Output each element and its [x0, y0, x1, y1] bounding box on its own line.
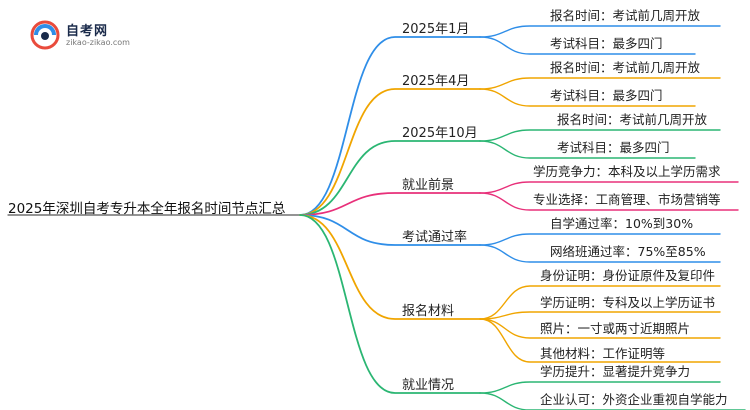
- leaf-connector-0-0: [479, 25, 721, 38]
- logo-icon: [30, 20, 60, 50]
- branch-pass-rate: 考试通过率: [402, 230, 468, 245]
- leaf-self-study-pass-rate: 自学通过率：10%到30%: [550, 216, 694, 231]
- branch-connector-0: [299, 36, 481, 216]
- leaf-connector-3-1: [479, 192, 739, 211]
- logo-title: 自考网: [66, 24, 109, 39]
- leaf-connector-5-1: [479, 311, 721, 320]
- branch-2025-jan: 2025年1月: [402, 22, 470, 37]
- leaf-connector-4-1: [479, 244, 721, 263]
- mindmap-root: 2025年深圳自考专升本全年报名时间节点汇总: [8, 201, 286, 217]
- leaf-connector-1-0: [479, 77, 721, 90]
- leaf-apr-subjects: 考试科目：最多四门: [550, 88, 663, 103]
- leaf-id-proof: 身份证明：身份证原件及复印件: [540, 268, 716, 283]
- leaf-connector-0-1: [479, 36, 696, 55]
- leaf-education-proof: 学历证明：专科及以上学历证书: [540, 295, 716, 310]
- leaf-connector-5-3: [479, 318, 721, 363]
- branch-2025-apr: 2025年4月: [402, 74, 470, 89]
- branch-employment-status: 就业情况: [402, 378, 455, 393]
- leaf-connector-2-1: [479, 140, 696, 159]
- leaf-connector-4-0: [479, 233, 721, 246]
- leaf-online-class-pass-rate: 网络班通过率：75%至85%: [550, 244, 706, 259]
- logo-url: zikao-zikao.com: [66, 38, 130, 47]
- leaf-education-competitiveness: 学历竞争力：本科及以上学历需求: [533, 164, 721, 179]
- leaf-connector-5-2: [479, 318, 721, 339]
- branch-2025-oct: 2025年10月: [402, 126, 478, 141]
- branch-connector-5: [299, 214, 481, 320]
- branch-connector-4: [299, 214, 481, 246]
- branch-connector-6: [299, 214, 481, 394]
- leaf-oct-registration: 报名时间：考试前几周开放: [557, 112, 708, 127]
- branch-connector-1: [299, 88, 481, 216]
- leaf-apr-registration: 报名时间：考试前几周开放: [550, 60, 701, 75]
- leaf-connector-5-0: [479, 285, 721, 320]
- branch-connector-3: [299, 192, 481, 216]
- leaf-connector-1-1: [479, 88, 696, 107]
- leaf-photo: 照片：一寸或两寸近期照片: [540, 321, 691, 336]
- leaf-connector-6-0: [479, 381, 721, 394]
- branch-connector-2: [299, 140, 481, 216]
- leaf-employer-recognition: 企业认可：外资企业重视自学能力: [540, 392, 728, 407]
- leaf-major-choice: 专业选择：工商管理、市场营销等: [533, 192, 721, 207]
- leaf-oct-subjects: 考试科目：最多四门: [557, 140, 670, 155]
- leaf-connector-3-0: [479, 181, 739, 194]
- leaf-other-materials: 其他材料：工作证明等: [540, 346, 666, 361]
- leaf-jan-subjects: 考试科目：最多四门: [550, 36, 663, 51]
- leaf-jan-registration: 报名时间：考试前几周开放: [550, 8, 701, 23]
- branch-employment-outlook: 就业前景: [402, 178, 455, 193]
- branch-registration-materials: 报名材料: [402, 304, 455, 319]
- site-logo[interactable]: 自考网 zikao-zikao.com: [30, 20, 140, 52]
- leaf-connector-2-0: [479, 129, 721, 142]
- leaf-education-upgrade: 学历提升：显著提升竞争力: [540, 364, 691, 379]
